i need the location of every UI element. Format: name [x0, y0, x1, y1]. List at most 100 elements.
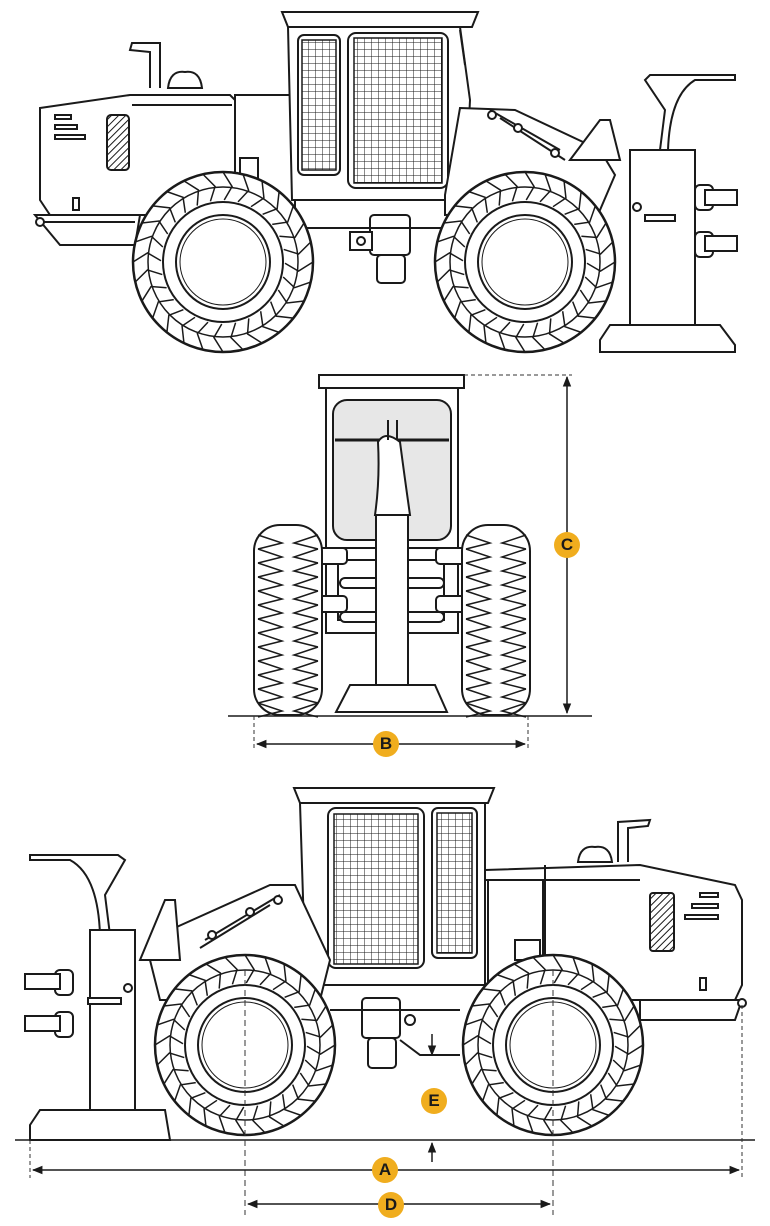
- tire-tread: [483, 316, 498, 344]
- tire-tread: [259, 311, 280, 334]
- tire-tread: [268, 1101, 285, 1127]
- tire-tread: [299, 1072, 327, 1087]
- tire-tread: [235, 1106, 246, 1136]
- tire-tread: [277, 289, 305, 304]
- tire-tread: [141, 220, 169, 235]
- tire-tread: [612, 1059, 641, 1072]
- tire-tread: [482, 988, 507, 1006]
- tire-tread: [284, 261, 314, 272]
- tire-tread: [465, 1018, 494, 1031]
- dimension-label-b: B: [373, 731, 399, 757]
- tire-tread: [584, 276, 613, 289]
- tire-tread: [485, 180, 502, 206]
- tire-tread: [213, 323, 224, 353]
- tire-tread: [471, 1003, 499, 1018]
- tire-tread: [196, 321, 209, 350]
- tire-tread: [434, 252, 464, 263]
- tire-tread: [205, 963, 222, 989]
- tire-tread: [465, 562, 527, 578]
- tire-tread: [465, 590, 527, 606]
- tire-tread: [443, 220, 471, 235]
- tire-tread: [163, 1068, 189, 1085]
- tire-tread: [132, 252, 162, 263]
- front-view: [253, 374, 531, 716]
- tire-tread: [257, 604, 319, 620]
- tire-tread: [154, 1035, 184, 1046]
- tire-tread: [188, 973, 209, 996]
- tire-tread: [259, 957, 272, 986]
- tire-tread: [257, 646, 319, 662]
- tire-tread: [465, 660, 527, 676]
- tire-tread: [592, 974, 610, 999]
- tire-tread: [481, 1081, 504, 1102]
- tire-tread: [465, 604, 527, 620]
- tire-tread: [465, 674, 527, 690]
- tire-tread: [257, 702, 319, 718]
- tire-tread: [579, 289, 607, 304]
- tire-tread: [567, 957, 580, 986]
- tire-tread: [224, 956, 238, 985]
- tire-tread: [151, 298, 174, 319]
- tire-tread: [152, 205, 177, 223]
- tire-tread: [173, 1081, 196, 1102]
- tire-tread: [515, 323, 526, 353]
- tire-tread: [301, 1005, 327, 1022]
- tire-tread: [465, 702, 527, 718]
- tire-tread: [607, 1072, 635, 1087]
- tire-tread: [576, 1101, 593, 1127]
- tire-tread: [539, 174, 552, 203]
- tire-tread: [237, 174, 250, 203]
- tire-tread: [548, 318, 565, 344]
- tire-tread: [589, 1094, 610, 1117]
- tire-tread: [609, 1005, 635, 1022]
- side-view-bottom: [24, 787, 747, 1141]
- tire-tread: [613, 1024, 642, 1038]
- dimension-label-d: D: [378, 1192, 404, 1218]
- tire-tread: [585, 241, 614, 255]
- tire-tread: [262, 191, 280, 216]
- tire-tread: [135, 235, 164, 248]
- tire-tread: [272, 205, 295, 226]
- tire-tread: [561, 311, 582, 334]
- tire-tread: [163, 1003, 191, 1018]
- tire-tread: [166, 308, 184, 333]
- dimension-label-a: A: [372, 1157, 398, 1183]
- tire-tread: [181, 316, 196, 344]
- tire-tread: [532, 322, 546, 351]
- tire-tread: [599, 1084, 624, 1102]
- tire-tread: [257, 590, 319, 606]
- tire-tread: [294, 988, 317, 1009]
- tire-tread: [257, 548, 319, 564]
- tire-tread: [257, 632, 319, 648]
- tire-tread: [257, 576, 319, 592]
- tire-tread: [564, 191, 582, 216]
- tire-tread: [284, 974, 302, 999]
- tire-tread: [513, 963, 530, 989]
- tire-tread: [465, 618, 527, 634]
- tire-tread: [222, 171, 233, 201]
- tire-tread: [552, 954, 563, 984]
- tire-tread: [134, 269, 163, 283]
- tire-tread: [269, 301, 294, 319]
- tire-tread: [465, 576, 527, 592]
- tire-tread: [581, 222, 607, 239]
- tire-tread: [586, 261, 616, 272]
- tire-tread: [453, 298, 476, 319]
- tire-tread: [543, 1106, 554, 1136]
- tire-tread: [468, 308, 486, 333]
- tire-tread: [174, 988, 199, 1006]
- tire-tread: [279, 222, 305, 239]
- tire-tread: [574, 205, 597, 226]
- tire-tread: [257, 674, 319, 690]
- tire-tread: [560, 1105, 574, 1134]
- tire-tread: [443, 285, 469, 302]
- tire-tread: [571, 301, 596, 319]
- tire-tread: [188, 1091, 206, 1116]
- tire-tread: [156, 1052, 185, 1066]
- tire-tread: [257, 618, 319, 634]
- tire-tread: [532, 956, 546, 985]
- tire-tread: [496, 973, 517, 996]
- tire-tread: [496, 1091, 514, 1116]
- tire-tread: [250, 180, 265, 208]
